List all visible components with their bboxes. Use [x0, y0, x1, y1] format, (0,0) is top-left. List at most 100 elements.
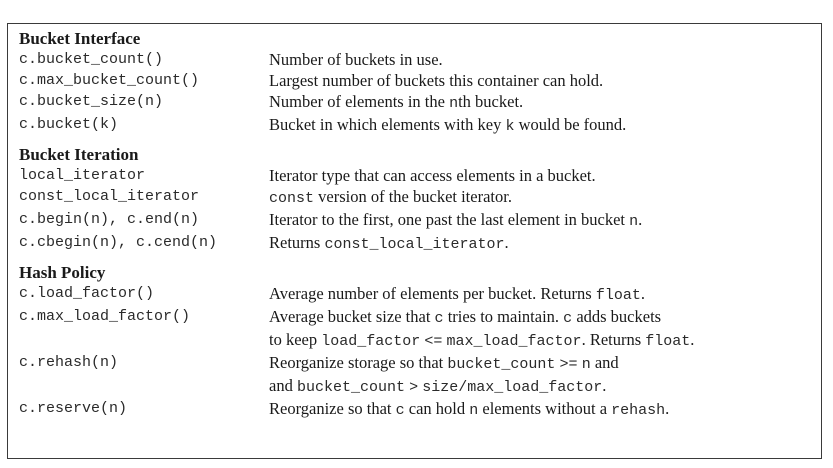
description-line: Returns const_local_iterator.: [269, 232, 821, 255]
operation-code: c.bucket_size(n): [19, 93, 164, 110]
inline-code: >: [409, 379, 419, 396]
description-line: Reorganize so that c can hold n elements…: [269, 398, 821, 421]
description-text: adds buckets: [572, 307, 662, 326]
operation-description: const version of the bucket iterator.: [269, 186, 821, 209]
table-row: c.max_load_factor() Average bucket size t…: [19, 306, 821, 352]
operation-code: const_local_iterator: [19, 188, 200, 205]
description-text: Number of elements in the: [269, 92, 450, 111]
operation-description: Average bucket size that c tries to main…: [269, 306, 821, 352]
description-line: Iterator type that can access elements i…: [269, 165, 821, 186]
operation-code: c.reserve(n): [19, 400, 128, 417]
inline-code: max_load_factor: [446, 333, 582, 350]
description-text: th bucket.: [458, 92, 524, 111]
operation-description: Reorganize storage so that bucket_count …: [269, 352, 821, 398]
table-row: c.max_bucket_count() Largest number of bu…: [19, 70, 821, 91]
reference-table: Bucket Interface c.bucket_count() Number o…: [7, 23, 822, 459]
description-text: Largest number of buckets this container…: [269, 71, 604, 90]
inline-code: float: [645, 333, 691, 350]
table-row: local_iterator Iterator type that can acc…: [19, 165, 821, 186]
description-line: Reorganize storage so that bucket_count …: [269, 352, 821, 375]
description-text: tries to maintain.: [443, 307, 564, 326]
description-text: and: [269, 376, 297, 395]
description-line: Number of buckets in use.: [269, 49, 821, 70]
table-section: Hash Policy c.load_factor() Average number…: [19, 262, 821, 421]
table-row: c.begin(n), c.end(n) Iterator to the firs…: [19, 209, 821, 232]
inline-code: rehash: [611, 402, 666, 419]
inline-code: bucket_count: [296, 379, 405, 396]
description-line: to keep load_factor <= max_load_factor. …: [269, 329, 821, 352]
operation-code: local_iterator: [19, 167, 146, 184]
description-text: can hold: [404, 399, 470, 418]
operation-code: c.begin(n), c.end(n): [19, 211, 200, 228]
description-text: . Returns: [581, 330, 646, 349]
operation-description: Bucket in which elements with key k woul…: [269, 114, 821, 137]
operation-code: c.bucket_count(): [19, 51, 164, 68]
description-text: would be found.: [514, 115, 627, 134]
description-line: Bucket in which elements with key k woul…: [269, 114, 821, 137]
description-text: and: [590, 353, 619, 372]
inline-code: float: [595, 287, 641, 304]
description-text: .: [690, 330, 695, 349]
inline-code: n: [449, 95, 459, 112]
operation-code: c.rehash(n): [19, 354, 119, 371]
table-row: const_local_iterator const version of the…: [19, 186, 821, 209]
table-row: c.bucket(k) Bucket in which elements with…: [19, 114, 821, 137]
description-text: .: [504, 233, 509, 252]
description-text: Returns: [269, 233, 325, 252]
description-text: Bucket in which elements with key: [269, 115, 506, 134]
description-text: Reorganize storage so that: [269, 353, 448, 372]
inline-code: n: [581, 356, 591, 373]
description-line: const version of the bucket iterator.: [269, 186, 821, 209]
operation-code: c.max_bucket_count(): [19, 72, 200, 89]
inline-code: <=: [424, 333, 443, 350]
description-text: .: [640, 284, 645, 303]
description-text: Number of buckets in use.: [269, 50, 443, 69]
operation-code: c.max_load_factor(): [19, 308, 191, 325]
inline-code: load_factor: [321, 333, 421, 350]
description-line: Average number of elements per bucket. R…: [269, 283, 821, 306]
inline-code: size/max_load_factor: [422, 379, 603, 396]
section-title: Bucket Interface: [19, 29, 141, 48]
operation-description: Reorganize so that c can hold n elements…: [269, 398, 821, 421]
table-row: c.bucket_size(n) Number of elements in th…: [19, 91, 821, 114]
inline-code: n: [629, 213, 639, 230]
inline-code: bucket_count: [447, 356, 556, 373]
section-title: Bucket Iteration: [19, 145, 139, 164]
description-line: Number of elements in the nth bucket.: [269, 91, 821, 114]
table-row: c.load_factor() Average number of element…: [19, 283, 821, 306]
description-text: Average number of elements per bucket. R…: [269, 284, 596, 303]
table-row: c.cbegin(n), c.cend(n) Returns const_loca…: [19, 232, 821, 255]
table-row: c.bucket_count() Number of buckets in use…: [19, 49, 821, 70]
inline-code: c: [563, 310, 573, 327]
description-line: Average bucket size that c tries to main…: [269, 306, 821, 329]
inline-code: k: [505, 118, 515, 135]
description-text: Average bucket size that: [269, 307, 435, 326]
operation-code: c.bucket(k): [19, 116, 119, 133]
inline-code: const_local_iterator: [324, 236, 505, 253]
operation-description: Largest number of buckets this container…: [269, 70, 821, 91]
operation-code: c.cbegin(n), c.cend(n): [19, 234, 218, 251]
table-section: Bucket Interface c.bucket_count() Number o…: [19, 28, 821, 137]
inline-code: c: [434, 310, 444, 327]
description-text: Iterator to the first, one past the last…: [269, 210, 630, 229]
operation-description: Iterator to the first, one past the last…: [269, 209, 821, 232]
description-line: and bucket_count > size/max_load_factor.: [269, 375, 821, 398]
inline-code: n: [469, 402, 479, 419]
inline-code: c: [395, 402, 405, 419]
description-line: Iterator to the first, one past the last…: [269, 209, 821, 232]
description-text: .: [665, 399, 670, 418]
operation-code: c.load_factor(): [19, 285, 155, 302]
description-text: .: [602, 376, 607, 395]
description-text: to keep: [269, 330, 322, 349]
description-text: version of the bucket iterator.: [314, 187, 512, 206]
description-text: elements without a: [478, 399, 612, 418]
operation-description: Number of buckets in use.: [269, 49, 821, 70]
inline-code: >=: [559, 356, 578, 373]
operation-description: Returns const_local_iterator.: [269, 232, 821, 255]
description-text: Iterator type that can access elements i…: [269, 166, 596, 185]
operation-description: Number of elements in the nth bucket.: [269, 91, 821, 114]
section-title: Hash Policy: [19, 263, 106, 282]
inline-code: const: [269, 190, 315, 207]
description-text: Reorganize so that: [269, 399, 396, 418]
